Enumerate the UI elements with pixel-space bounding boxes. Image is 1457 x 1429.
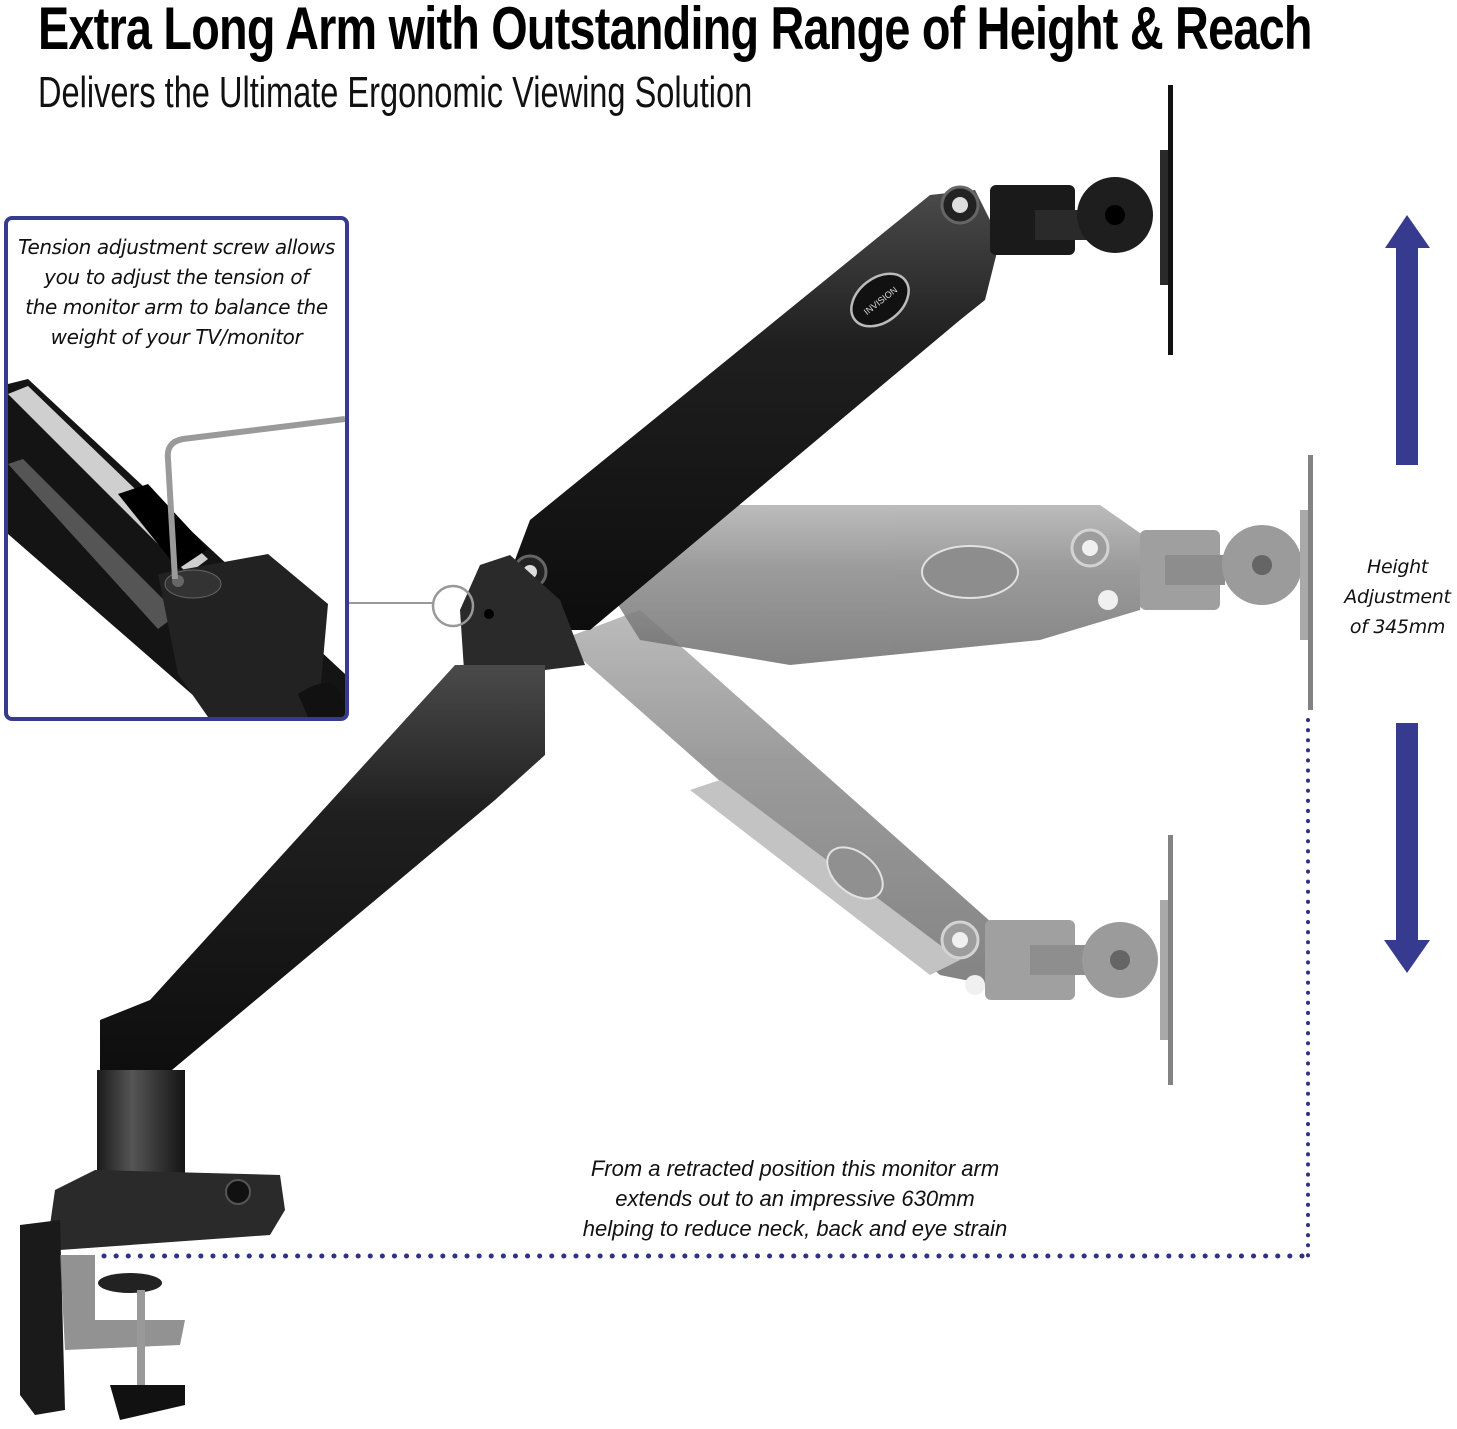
tension-screw-closeup-image — [8, 379, 345, 717]
callout-target-circle — [431, 584, 475, 628]
upper-arm — [100, 665, 545, 1090]
height-label-line: Height — [1366, 556, 1428, 578]
reach-label-line: helping to reduce neck, back and eye str… — [582, 1216, 1008, 1241]
reach-label-line: From a retracted position this monitor a… — [590, 1156, 1000, 1181]
arm-position-lowered — [560, 610, 1173, 1085]
height-adjustment-label: Height Adjustment of 345mm — [1330, 552, 1457, 642]
page-title: Extra Long Arm with Outstanding Range of… — [38, 0, 1312, 62]
reach-extension-label: From a retracted position this monitor a… — [560, 1154, 1030, 1244]
height-up-arrow-icon — [1385, 215, 1430, 465]
callout-line: you to adjust the tension of — [44, 265, 309, 289]
height-label-line: Adjustment — [1344, 586, 1451, 608]
reach-label-line: extends out to an impressive 630mm — [615, 1186, 975, 1211]
clamp-base — [50, 1170, 285, 1250]
height-down-arrow-icon — [1384, 723, 1430, 973]
height-label-line: of 345mm — [1349, 616, 1446, 638]
callout-text: Tension adjustment screw allows you to a… — [8, 232, 345, 352]
arm-position-middle — [590, 455, 1313, 710]
callout-line: weight of your TV/monitor — [50, 325, 303, 349]
clamp-body — [20, 1220, 65, 1415]
pole — [97, 1070, 185, 1180]
tension-callout: Tension adjustment screw allows you to a… — [4, 216, 349, 721]
page-subtitle: Delivers the Ultimate Ergonomic Viewing … — [38, 68, 753, 117]
callout-line: Tension adjustment screw allows — [18, 235, 335, 259]
callout-line: the monitor arm to balance the — [25, 295, 328, 319]
